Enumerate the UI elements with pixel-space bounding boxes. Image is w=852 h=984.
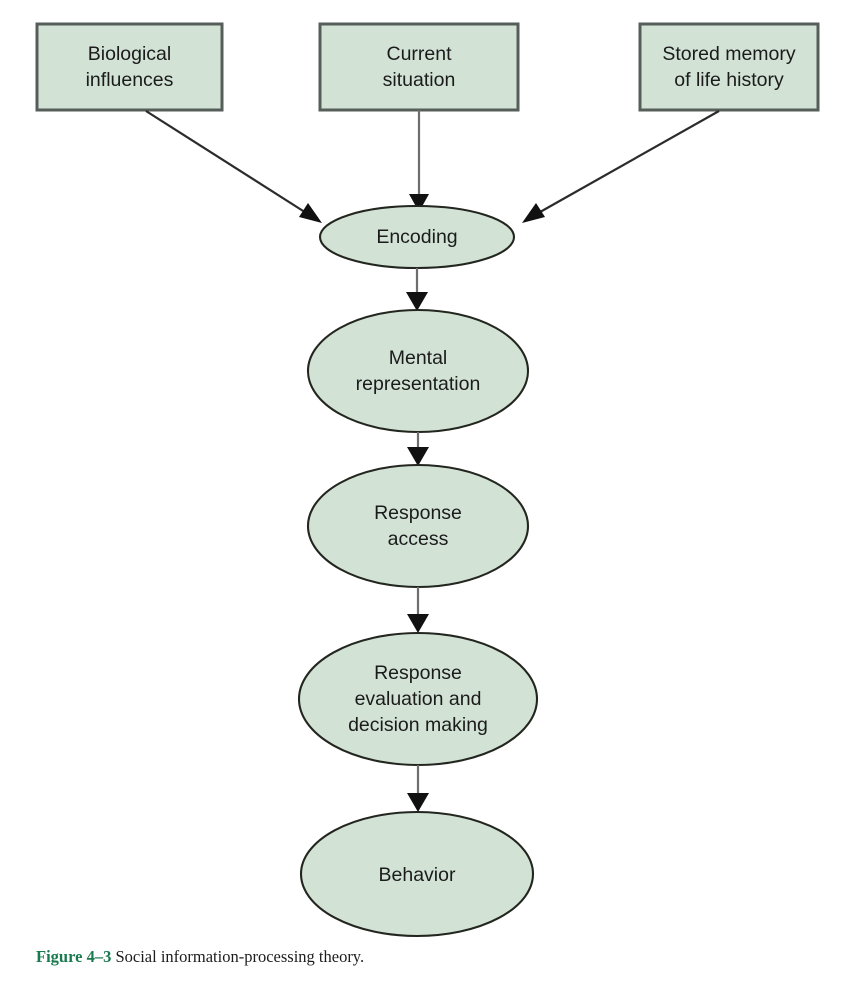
ellipse-label-access-line2: access [388,528,449,550]
stage-node-access: Response access [306,463,530,589]
box-label-current-line2: situation [383,69,456,91]
box-label-stored-line2: of life history [674,69,784,91]
arrow-head-stored [522,203,545,223]
arrow-head-mental-access [407,447,429,466]
figure-caption: Figure 4–3 Social information-processing… [36,947,826,968]
edge-mental-to-access [407,432,429,466]
box-shape-current [318,22,520,112]
arrow-head-current [409,194,429,212]
edge-evaluation-to-behavior [407,765,429,812]
stage-node-mental: Mental representation [306,308,530,434]
input-box-biological: Biological influences [35,22,224,112]
edge-access-to-evaluation [407,587,429,633]
edge-line-stored [532,110,720,217]
box-shape-biological [35,22,224,112]
arrow-head-encoding-mental [406,292,428,311]
input-box-current: Current situation [318,22,520,112]
flowchart-diagram: Biological influences Current situation … [35,22,820,938]
ellipse-label-access-line1: Response [374,502,462,524]
arrow-head-access-evaluation [407,614,429,633]
ellipse-label-encoding-line1: Encoding [376,226,457,248]
ellipse-shape-behavior [299,810,535,938]
stage-node-evaluation: Response evaluation and decision making [297,631,539,767]
ellipse-label-evaluation-line2: evaluation and [355,688,482,710]
box-label-stored-line1: Stored memory [662,43,796,65]
edge-stored-to-encoding [522,110,720,223]
figure-caption-text: Social information-processing theory. [111,947,365,966]
stage-node-encoding: Encoding [318,204,516,270]
edge-line-biological [145,110,312,217]
input-box-stored: Stored memory of life history [638,22,820,112]
arrow-head-biological [299,203,322,223]
edge-biological-to-encoding [145,110,322,223]
ellipse-shape-mental [306,308,530,434]
box-label-biological-line2: influences [86,69,174,91]
stage-node-behavior: Behavior [299,810,535,938]
ellipse-label-evaluation-line1: Response [374,662,462,684]
edge-encoding-to-mental [406,268,428,311]
figure-caption-number: Figure 4–3 [36,947,112,966]
ellipse-label-mental-line2: representation [356,373,481,395]
arrow-head-evaluation-behavior [407,793,429,812]
box-label-biological-line1: Biological [88,43,171,65]
box-shape-stored [638,22,820,112]
edge-current-to-encoding [409,110,429,212]
ellipse-label-evaluation-line3: decision making [348,714,488,736]
ellipse-label-behavior-line1: Behavior [379,864,456,886]
ellipse-label-mental-line1: Mental [389,347,448,369]
ellipse-shape-access [306,463,530,589]
box-label-current-line1: Current [386,43,452,65]
